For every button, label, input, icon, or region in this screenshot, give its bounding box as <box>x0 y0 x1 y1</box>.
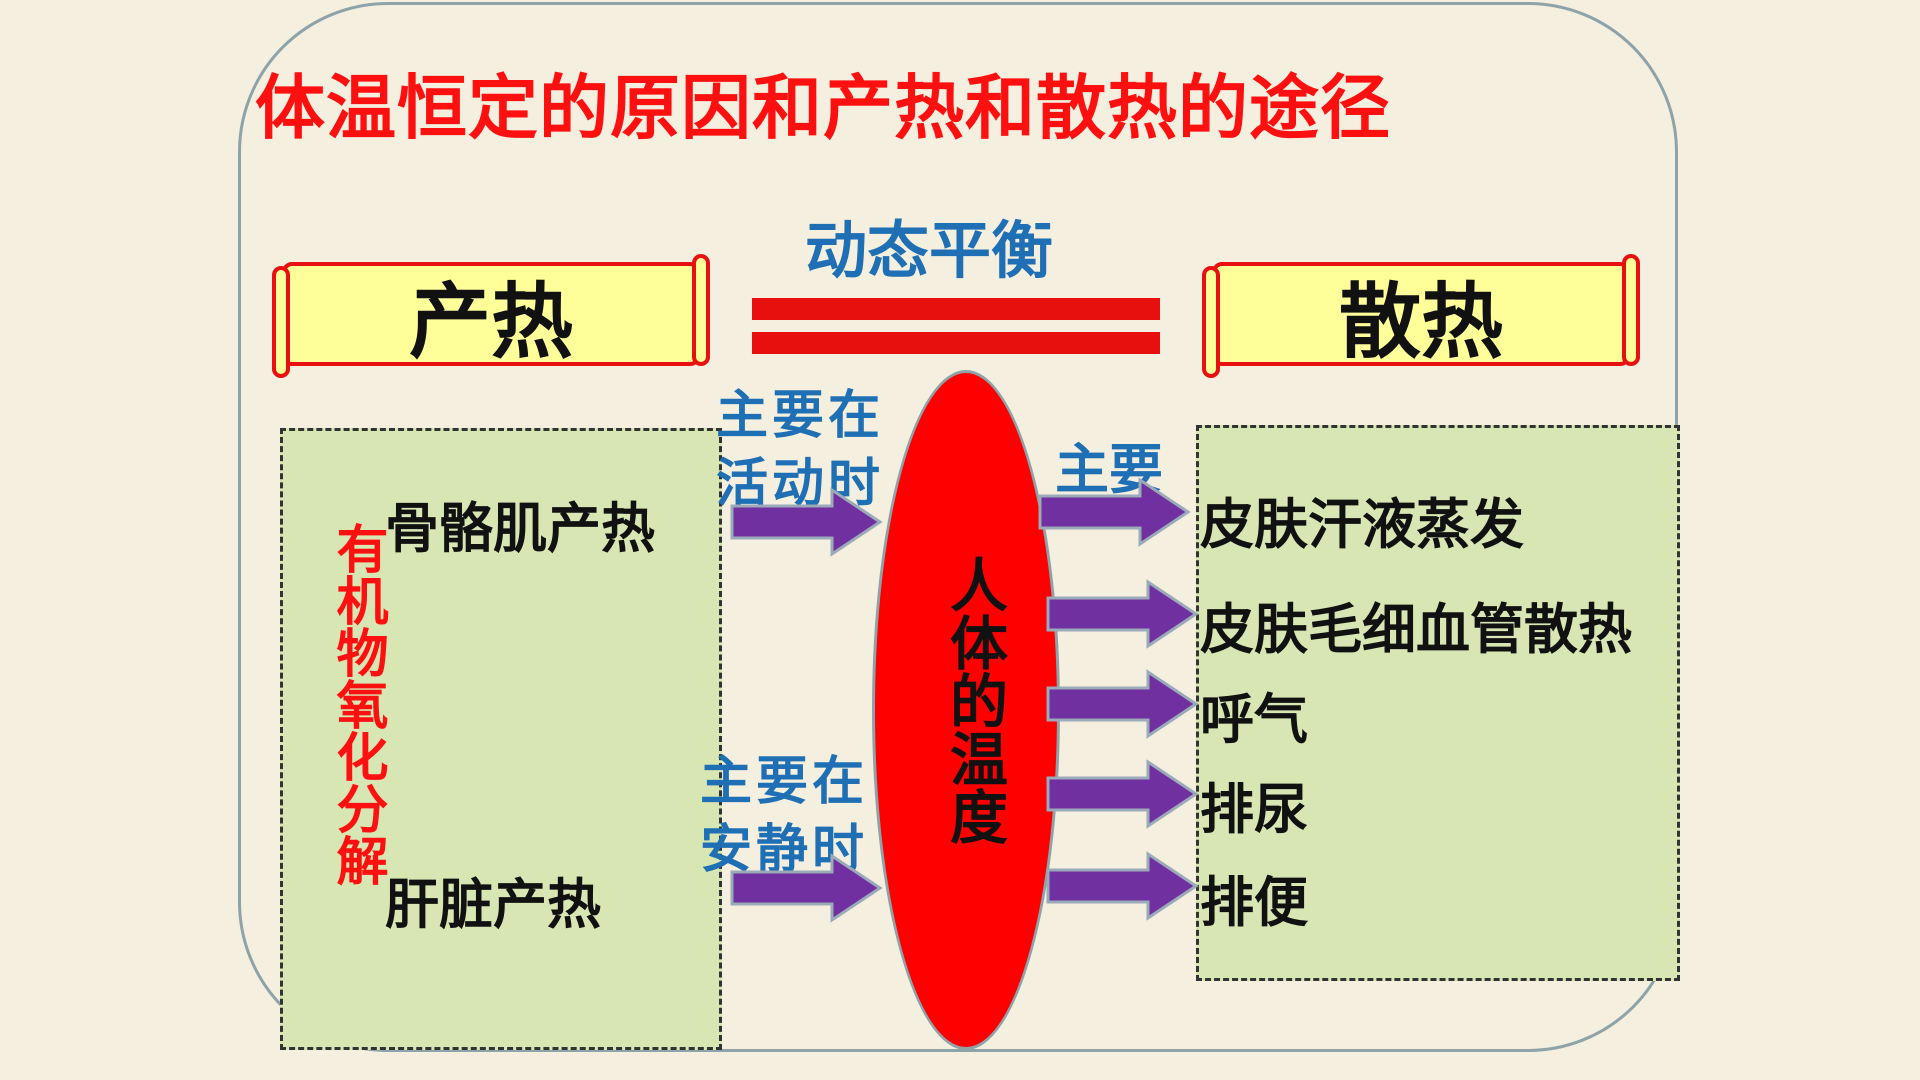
heat-production-title: 产热 <box>408 274 573 370</box>
arrow-icon-active <box>730 488 882 556</box>
arrow-icon-capillary <box>1046 580 1198 648</box>
scroll-curl-right <box>692 254 710 366</box>
balance-label: 动态平衡 <box>805 214 1054 287</box>
equals-bar-bottom <box>752 332 1160 354</box>
route-defecation: 排便 <box>1200 871 1308 934</box>
heat-dissipation-header: 散热 <box>1202 254 1640 378</box>
heat-production-panel <box>280 428 722 1050</box>
source-liver: 肝脏产热 <box>385 873 601 936</box>
equals-bar-top <box>752 298 1160 320</box>
body-temperature-ellipse <box>872 370 1060 1050</box>
arrow-icon-sweat <box>1038 478 1190 546</box>
oxidation-label: 有机物氧化分解 <box>327 522 387 886</box>
heat-dissipation-title: 散热 <box>1338 274 1503 370</box>
scroll-curl-right <box>1622 254 1640 366</box>
arrow-icon-exhalation <box>1046 670 1198 738</box>
arrow-icon-rest <box>730 854 882 922</box>
condition-rest: 主要在安静时 <box>700 752 869 880</box>
heat-dissipation-panel <box>1196 425 1680 981</box>
heat-production-header: 产热 <box>272 254 710 378</box>
route-capillary-dissipation: 皮肤毛细血管散热 <box>1200 598 1632 661</box>
page-title: 体温恒定的原因和产热和散热的途径 <box>255 67 1391 149</box>
route-urination: 排尿 <box>1200 778 1308 841</box>
arrow-icon-defecation <box>1046 852 1198 920</box>
route-sweat-evaporation: 皮肤汗液蒸发 <box>1200 493 1524 556</box>
route-exhalation: 呼气 <box>1200 688 1308 751</box>
arrow-icon-urination <box>1046 760 1198 828</box>
scroll-curl-left <box>1202 266 1220 378</box>
source-skeletal-muscle: 骨骼肌产热 <box>385 497 655 560</box>
body-temperature-label: 人体的温度 <box>940 555 1008 845</box>
scroll-curl-left <box>272 266 290 378</box>
